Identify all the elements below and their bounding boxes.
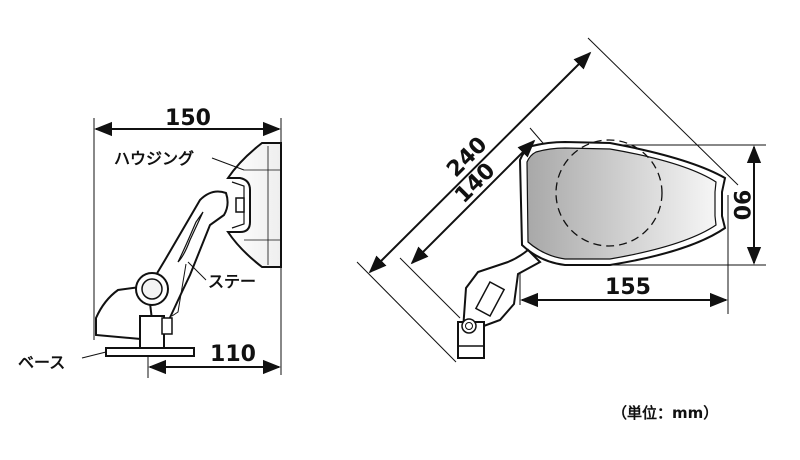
side-view: 150 110 ハウジング ステー ベース (18, 106, 282, 378)
leader-housing (211, 157, 245, 171)
leader-stay (187, 261, 207, 281)
dimension-155-label: 155 (605, 275, 651, 300)
dimension-110-label: 110 (210, 342, 256, 367)
extension-line-140-bottom (399, 257, 461, 319)
housing-label: ハウジング (114, 149, 194, 168)
stay-label: ステー (208, 272, 256, 291)
extension-line-240-bottom (356, 261, 457, 363)
clamp-block (474, 280, 506, 318)
leader-base (81, 351, 107, 359)
pivot-bolt (235, 197, 245, 213)
front-view: 240 140 90 155 (356, 37, 766, 363)
base-label: ベース (18, 353, 65, 372)
dimension-90-label: 90 (728, 190, 753, 221)
unit-note: （単位：mm） (612, 404, 719, 422)
extension-line-240-top (587, 37, 739, 186)
base-plate (105, 347, 195, 357)
base-stem (139, 315, 165, 351)
convex-area-circle (555, 139, 663, 247)
dimension-arrow-140 (410, 139, 536, 265)
dimension-150-label: 150 (165, 106, 211, 131)
